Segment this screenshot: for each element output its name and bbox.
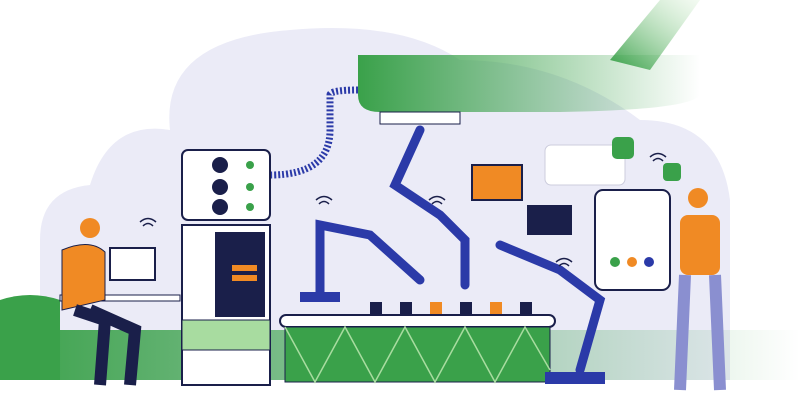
beam-mount	[379, 111, 461, 125]
control-panel-icon	[594, 189, 671, 291]
cable	[269, 86, 359, 179]
robot-arm-icon	[315, 125, 606, 375]
cabinet-screen	[215, 232, 265, 317]
gauge-icon	[212, 157, 254, 215]
worker-right	[674, 188, 726, 391]
conveyor-belt	[279, 314, 556, 328]
robot-base	[545, 372, 605, 384]
product-boxes	[370, 302, 532, 314]
worker-left	[61, 218, 142, 386]
wifi-icon	[139, 152, 667, 267]
floating-chart-panel	[471, 164, 523, 201]
green-swoosh	[610, 0, 700, 70]
overhead-beam	[358, 55, 700, 112]
robot-base	[300, 292, 340, 302]
floating-flow-panel	[544, 144, 626, 186]
floating-list-panel	[527, 205, 572, 235]
gear-icon	[612, 137, 634, 159]
chart-icon	[663, 163, 681, 181]
monitor-icon	[109, 247, 156, 281]
cabinet-green-panel	[181, 319, 271, 351]
desk	[59, 294, 181, 302]
